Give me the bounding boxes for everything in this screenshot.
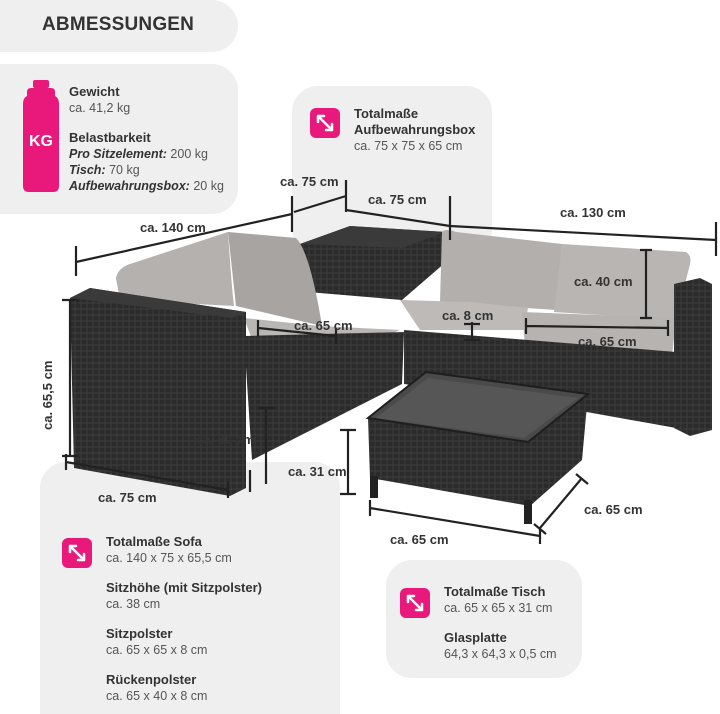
box-value: ca. 75 x 75 x 65 cm — [354, 139, 463, 153]
dim-65-table-bottom: ca. 65 cm — [390, 532, 449, 547]
belast-row-box-value: 20 kg — [193, 179, 224, 193]
dim-31: ca. 31 cm — [288, 464, 347, 479]
sofa-text: Totalmaße Sofa ca. 140 x 75 x 65,5 cm Si… — [106, 534, 262, 704]
belast-row-sitz: Pro Sitzelement: 200 kg — [69, 146, 224, 162]
dim-140: ca. 140 cm — [140, 220, 206, 235]
sofa-total-value: ca. 140 x 75 x 65,5 cm — [106, 551, 232, 565]
dim-65-table-right: ca. 65 cm — [584, 502, 643, 517]
dim-75-top: ca. 75 cm — [280, 174, 339, 189]
sitzhoehe-label: Sitzhöhe (mit Sitzpolster) — [106, 580, 262, 595]
rueckenpolster-value: ca. 65 x 40 x 8 cm — [106, 689, 208, 703]
table-dimension-icon — [400, 588, 430, 618]
coffee-table — [365, 370, 591, 524]
rueckenpolster-label: Rückenpolster — [106, 672, 197, 687]
sofa-dimension-icon — [62, 538, 92, 568]
dimension-lines — [62, 180, 718, 544]
dim-30: ca. 30 cm — [196, 432, 255, 447]
dim-40: ca. 40 cm — [574, 274, 633, 289]
dim-75-box: ca. 75 cm — [368, 192, 427, 207]
belastbarkeit-label: Belastbarkeit — [69, 130, 151, 145]
sofa-panel — [40, 462, 340, 714]
right-armrest — [674, 278, 712, 436]
dim-65-left-seat: ca. 65 cm — [294, 318, 353, 333]
sitzpolster-value: ca. 65 x 65 x 8 cm — [106, 643, 208, 657]
left-back-cushions — [116, 232, 322, 326]
glasplatte-value: 64,3 x 64,3 x 0,5 cm — [444, 647, 557, 661]
dim-65-right-seat: ca. 65 cm — [578, 334, 637, 349]
box-title-2: Aufbewahrungsbox — [354, 122, 476, 137]
sofa-total-label: Totalmaße Sofa — [106, 534, 202, 549]
dim-65-5: ca. 65,5 cm — [40, 360, 55, 430]
dim-8: ca. 8 cm — [442, 308, 494, 323]
gewicht-value: ca. 41,2 kg — [69, 101, 131, 115]
gewicht-label: Gewicht — [69, 84, 120, 99]
sitzpolster-label: Sitzpolster — [106, 626, 173, 641]
storage-box — [300, 226, 446, 300]
box-title-1: Totalmaße — [354, 106, 419, 121]
table-text: Totalmaße Tisch ca. 65 x 65 x 31 cm Glas… — [444, 584, 557, 662]
dim-130: ca. 130 cm — [560, 205, 626, 220]
table-total-label: Totalmaße Tisch — [444, 584, 546, 599]
right-back-cushions — [440, 230, 691, 320]
belast-row-sitz-label: Pro Sitzelement: — [69, 147, 167, 161]
belast-row-box: Aufbewahrungsbox: 20 kg — [69, 178, 224, 194]
sofa-base — [244, 330, 676, 460]
table-total-value: ca. 65 x 65 x 31 cm — [444, 601, 553, 615]
belast-row-box-label: Aufbewahrungsbox: — [69, 179, 190, 193]
weight-icon-label: KG — [29, 133, 53, 150]
page-title-panel: ABMESSUNGEN — [0, 0, 238, 52]
weight-icon — [23, 80, 59, 192]
glasplatte-label: Glasplatte — [444, 630, 507, 645]
box-dimension-icon — [310, 108, 340, 138]
dim-75-bottom: ca. 75 cm — [98, 490, 157, 505]
table-panel — [386, 560, 582, 678]
page-title: ABMESSUNGEN — [42, 14, 195, 35]
belast-row-tisch-value: 70 kg — [109, 163, 140, 177]
box-text: Totalmaße Aufbewahrungsbox ca. 75 x 75 x… — [354, 106, 475, 154]
sitzhoehe-value: ca. 38 cm — [106, 597, 161, 611]
belast-row-tisch: Tisch: 70 kg — [69, 162, 224, 178]
weight-text: Gewicht ca. 41,2 kg Belastbarkeit Pro Si… — [69, 84, 224, 194]
left-armrest — [70, 288, 246, 496]
belast-row-tisch-label: Tisch: — [69, 163, 106, 177]
belast-row-sitz-value: 200 kg — [170, 147, 208, 161]
